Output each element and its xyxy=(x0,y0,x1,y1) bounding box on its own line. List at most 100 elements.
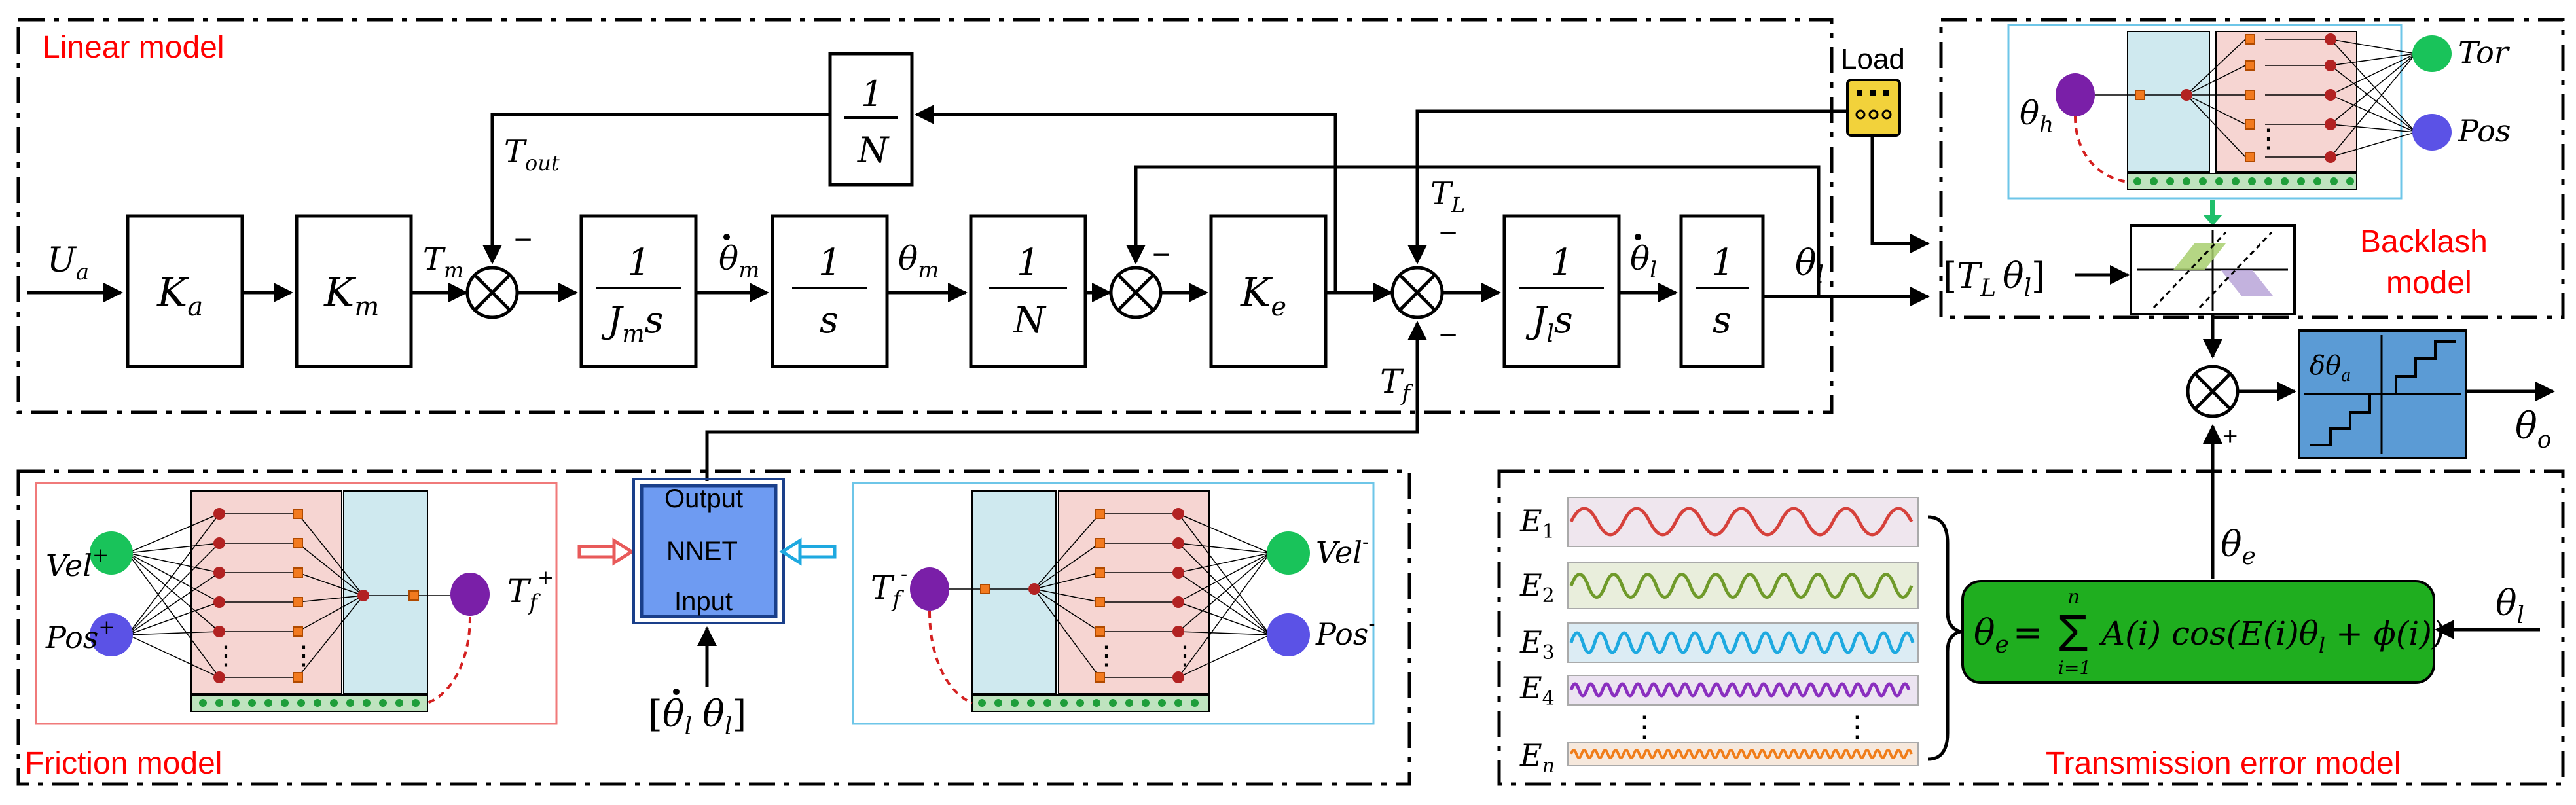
friction-positive-to-nnet-arrow xyxy=(577,537,635,566)
tout-label: Tout xyxy=(504,134,560,175)
jl-denominator: Jls xyxy=(1525,299,1573,348)
error-list-dots-left: ⋮ xyxy=(1630,711,1659,743)
gear2-numerator: 1 xyxy=(861,73,883,115)
vel-minus-label: Vel- xyxy=(1316,531,1369,570)
friction-negative-to-nnet-arrow xyxy=(779,537,837,566)
friction-pos-nn-dots-left: ⋮ xyxy=(213,641,239,670)
tor-label: Tor xyxy=(2458,35,2511,70)
sum3-top-minus-sign: − xyxy=(1439,216,1457,251)
tout-feedback-to-sum1 xyxy=(482,113,830,264)
tout-feedback-to-gear2 xyxy=(915,105,1337,293)
load-icon-dots xyxy=(1855,90,1892,120)
int1-numerator: 1 xyxy=(818,241,842,284)
en-label: En xyxy=(1519,738,1555,778)
theta-l-feedback-to-sum2 xyxy=(1126,165,1821,296)
sum1-minus-sign: − xyxy=(514,223,532,257)
theta-o-label: θo xyxy=(2515,405,2551,454)
formula-body: A(i) cos(E(i)θl + ϕ(i)) xyxy=(2099,615,2444,658)
sum2-minus-sign: − xyxy=(1152,238,1170,272)
e3-label: E3 xyxy=(1519,624,1555,664)
ke-block xyxy=(1209,214,1328,368)
backlash-model-title-line1: Backlash xyxy=(2360,224,2488,259)
error-harmonic-1 xyxy=(1567,497,1919,547)
backlash-model-frame xyxy=(1939,18,2565,319)
transmission-error-model-frame xyxy=(1497,469,2565,786)
input-ua-label: Ua xyxy=(47,241,89,285)
quantizer-block xyxy=(2298,329,2467,459)
backlash-nn-dots: ⋮ xyxy=(2255,124,2281,153)
theta-m-dot-mark xyxy=(723,234,730,240)
summing-junction-3 xyxy=(1390,266,1444,319)
e1-label: E1 xyxy=(1519,503,1555,543)
jl-numerator: 1 xyxy=(1550,241,1574,284)
linear-model-frame xyxy=(16,18,1834,414)
nnet-input-label: Input xyxy=(674,587,733,616)
friction-pos-nn-dots-right: ⋮ xyxy=(291,641,317,670)
theta-e-label: θe xyxy=(2221,524,2256,570)
int2-denominator: s xyxy=(1713,299,1732,342)
tf-label: Tf xyxy=(1380,363,1413,406)
ke-label: Ke xyxy=(1240,268,1286,322)
pos-label: Pos xyxy=(2458,113,2511,149)
friction-positive-neural-network: ⋮ ⋮ xyxy=(35,482,558,725)
load-icon xyxy=(1846,79,1901,137)
load-torque-to-sum3 xyxy=(1407,109,1847,264)
backlash-neural-network: ⋮ xyxy=(2007,24,2452,200)
friction-torque-to-sum3 xyxy=(705,321,1427,481)
ka-label: Ka xyxy=(156,268,203,322)
formula-lhs: θe= xyxy=(1974,612,2042,658)
error-harmonic-n xyxy=(1567,742,1919,766)
theta-m-dot-label: θm xyxy=(719,240,759,283)
transmission-error-formula-block xyxy=(1961,580,2435,684)
load-label: Load xyxy=(1841,43,1905,75)
km-block xyxy=(295,214,413,368)
theta-h-label: θh xyxy=(2020,94,2054,138)
friction-model-title: Friction model xyxy=(25,746,222,781)
integrator-1-block xyxy=(771,214,889,368)
summing-junction-4 xyxy=(2186,365,2240,418)
nnet-output-label: Output xyxy=(664,484,743,513)
error-harmonics-brace xyxy=(1927,515,1961,761)
formula-sum-lower: i=1 xyxy=(2058,657,2091,679)
gear-ratio-block-1 xyxy=(969,214,1087,368)
tm-label: Tm xyxy=(423,241,463,283)
backlash-nn-to-map-arrow xyxy=(2203,200,2222,226)
backlash-hysteresis-map xyxy=(2130,224,2296,315)
jm-numerator: 1 xyxy=(627,241,651,284)
theta-m-label: θm xyxy=(898,240,939,283)
pos-minus-label: Pos- xyxy=(1315,613,1375,652)
theta-l-dot-mark xyxy=(1635,234,1641,240)
nnet-input-dot-mark xyxy=(673,689,680,695)
formula-sum-upper: n xyxy=(2067,586,2080,609)
summing-junction-2 xyxy=(1109,266,1163,319)
friction-neg-nn-dots-left: ⋮ xyxy=(1093,641,1119,670)
sum4-plus-sign: + xyxy=(2222,422,2238,451)
transmission-error-model-title: Transmission error model xyxy=(2046,746,2401,781)
gear1-denominator: N xyxy=(1012,299,1047,342)
error-harmonic-2 xyxy=(1567,562,1919,609)
quantizer-label: δθa xyxy=(2310,351,2351,385)
nnet-block xyxy=(632,478,785,624)
vel-plus-label: Vel+ xyxy=(46,544,109,583)
int1-denominator: s xyxy=(820,299,839,342)
formula-sum-symbol: Σ xyxy=(2057,604,2089,662)
e4-label: E4 xyxy=(1519,670,1555,710)
friction-negative-neural-network: ⋮ ⋮ xyxy=(852,482,1375,725)
friction-model-frame xyxy=(16,469,1411,786)
km-label: Km xyxy=(323,268,379,322)
nnet-name-label: NNET xyxy=(666,537,738,565)
ka-block xyxy=(126,214,244,368)
jm-block xyxy=(579,214,698,368)
integrator-2-block xyxy=(1679,214,1765,368)
pos-plus-label: Pos+ xyxy=(45,616,115,655)
summing-junction-1 xyxy=(465,266,519,319)
sum3-bottom-minus-sign: − xyxy=(1439,318,1457,353)
gear1-numerator: 1 xyxy=(1017,241,1040,284)
error-harmonic-3 xyxy=(1567,622,1919,663)
linear-model-title: Linear model xyxy=(43,30,225,65)
e2-label: E2 xyxy=(1519,567,1555,607)
int2-numerator: 1 xyxy=(1711,241,1735,284)
